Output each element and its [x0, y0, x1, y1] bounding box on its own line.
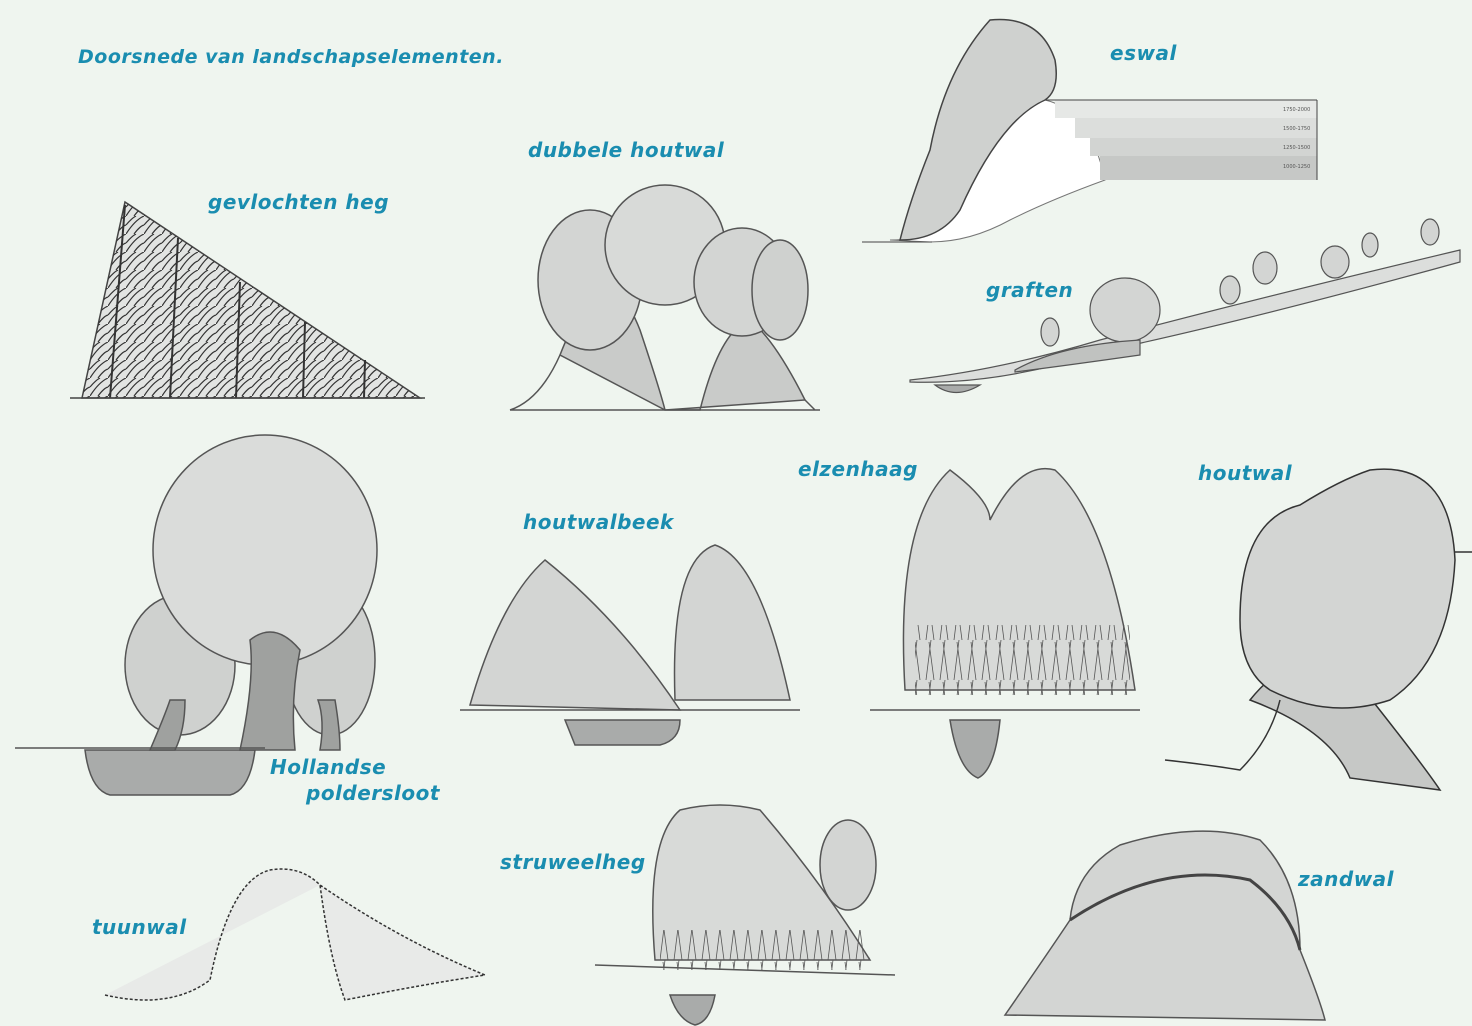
- eswal-legend-item: 1500-1750: [1283, 126, 1310, 132]
- diagram-gevlochten-heg: [70, 200, 425, 400]
- label-eswal: eswal: [1110, 41, 1177, 65]
- diagram-struweelheg: [595, 805, 895, 1025]
- label-struweelheg: struweelheg: [500, 850, 646, 874]
- diagram-eswal: 1750-2000 1500-1750 1250-1500 1000-1250: [862, 20, 1317, 243]
- label-houtwal: houtwal: [1198, 461, 1292, 485]
- label-gevlochten-heg: gevlochten heg: [208, 190, 389, 214]
- label-hollandse-line1: Hollandse: [270, 754, 440, 780]
- eswal-legend-item: 1250-1500: [1283, 145, 1310, 151]
- diagram-hollandse-poldersloot: [15, 435, 377, 795]
- label-houtwalbeek: houtwalbeek: [523, 510, 674, 534]
- label-hollandse-line2: poldersloot: [270, 780, 440, 806]
- eswal-legend-item: 1750-2000: [1283, 107, 1310, 113]
- diagram-elzenhaag: [870, 469, 1140, 778]
- diagram-zandwal: [1005, 831, 1325, 1020]
- label-tuunwal: tuunwal: [92, 915, 187, 939]
- page-title: Doorsnede van landschapselementen.: [78, 46, 504, 68]
- label-hollandse-poldersloot: Hollandse poldersloot: [270, 754, 440, 806]
- diagram-houtwal: [1165, 469, 1472, 790]
- label-zandwal: zandwal: [1298, 867, 1394, 891]
- label-graften: graften: [986, 278, 1073, 302]
- label-elzenhaag: elzenhaag: [798, 457, 918, 481]
- eswal-legend-item: 1000-1250: [1283, 164, 1310, 170]
- diagram-houtwalbeek: [460, 545, 800, 745]
- diagram-graften: [910, 219, 1460, 393]
- label-dubbele-houtwal: dubbele houtwal: [528, 138, 724, 162]
- diagram-dubbele-houtwal: [510, 185, 820, 410]
